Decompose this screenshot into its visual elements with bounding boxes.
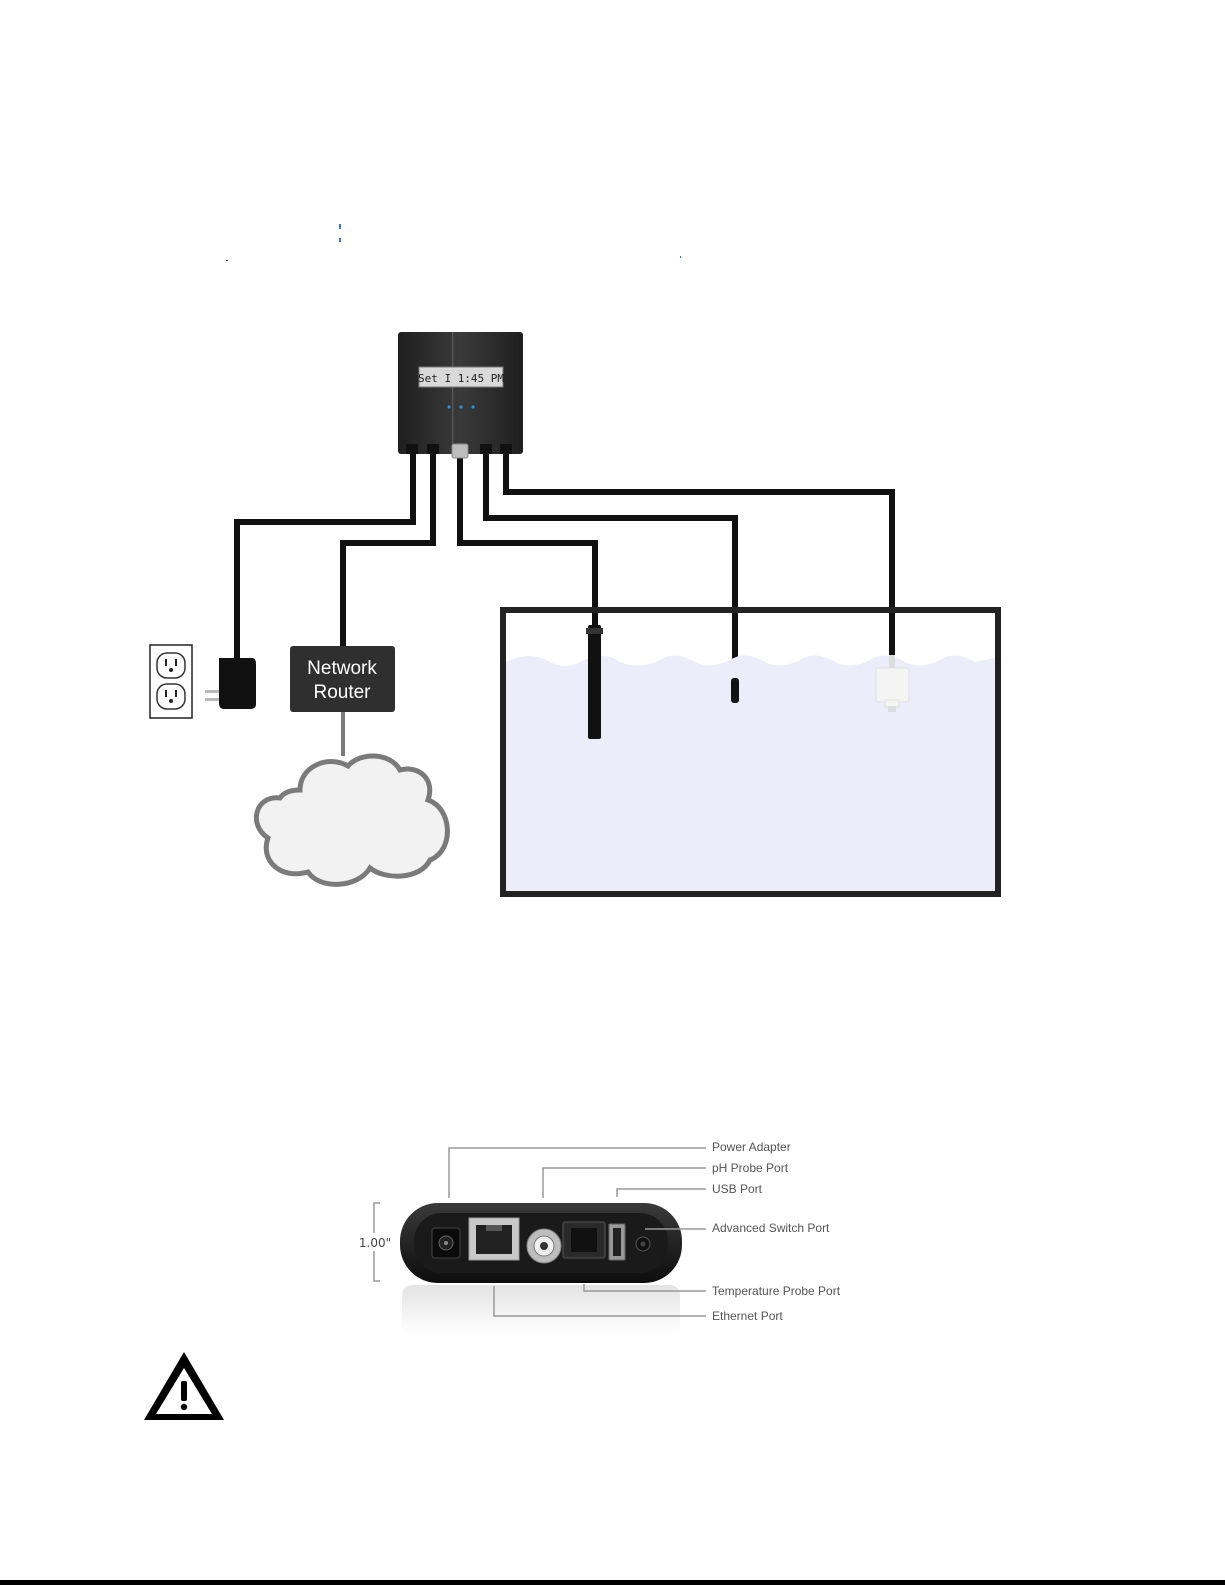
- label-ph-probe-port: pH Probe Port: [712, 1161, 789, 1175]
- port-panel-figure: 1.00" Power Adapter pH Probe Port USB Po…: [359, 1140, 841, 1335]
- cables: [237, 452, 892, 680]
- label-ethernet-port: Ethernet Port: [712, 1309, 783, 1323]
- temperature-probe: [731, 678, 739, 703]
- label-temperature-probe-port: Temperature Probe Port: [712, 1284, 841, 1298]
- leader-power-adapter: [449, 1148, 706, 1198]
- router-label-line2: Router: [313, 682, 371, 703]
- ethernet-jack: [469, 1218, 519, 1260]
- leader-usb-port: [617, 1189, 706, 1197]
- ph-bnc-connector: [452, 444, 468, 458]
- leader-ph-probe-port: [543, 1168, 706, 1198]
- switch-cable: [506, 452, 892, 655]
- advanced-switch-port: [636, 1237, 650, 1251]
- power-outlet-icon: [150, 645, 192, 718]
- power-cable: [237, 452, 413, 660]
- usb-port: [609, 1224, 625, 1260]
- network-cable: [343, 452, 433, 648]
- power-jack: [432, 1228, 460, 1258]
- water: [506, 655, 995, 892]
- label-power-adapter: Power Adapter: [712, 1140, 791, 1154]
- ph-probe: [586, 625, 603, 739]
- controller-unit: Set I 1:45 PM: [398, 332, 523, 458]
- status-led: [459, 405, 462, 408]
- label-advanced-switch-port: Advanced Switch Port: [712, 1221, 830, 1235]
- label-usb-port: USB Port: [712, 1182, 763, 1196]
- power-plug-icon: [205, 658, 256, 709]
- controller-display-text: Set I 1:45 PM: [418, 372, 504, 385]
- stray-marks: [226, 224, 681, 261]
- temperature-probe-cable: [486, 452, 735, 680]
- status-led: [447, 405, 450, 408]
- ph-probe-cable: [460, 458, 595, 628]
- bottom-rule: [0, 1580, 1225, 1585]
- ph-bnc-port: [527, 1229, 561, 1263]
- warning-triangle-icon: [144, 1352, 224, 1420]
- router-label-line1: Network: [307, 658, 377, 679]
- router-cloud-link: [341, 712, 345, 756]
- aquarium-tank: [503, 610, 998, 894]
- height-dimension-label: 1.00": [359, 1236, 391, 1250]
- status-led: [471, 405, 474, 408]
- temperature-port: [563, 1222, 605, 1258]
- internet-cloud-icon: [256, 756, 447, 884]
- network-router: Network Router: [290, 646, 395, 712]
